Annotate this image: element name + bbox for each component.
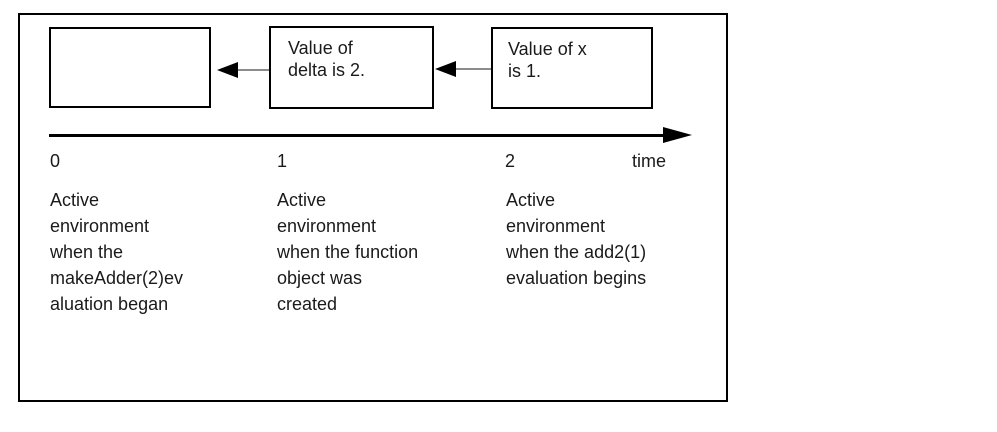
caption-add2-evaluation: Active environment when the add2(1) eval… bbox=[506, 190, 647, 288]
environment-box-earliest bbox=[49, 27, 211, 108]
tick-label-1: 1 bbox=[277, 151, 288, 171]
time-axis-line bbox=[49, 134, 665, 137]
arrowhead-left-icon bbox=[217, 62, 238, 78]
link-arrow-shaft bbox=[236, 69, 269, 71]
arrowhead-right-icon bbox=[663, 127, 692, 143]
caption-function-object-created: Active environment when the function obj… bbox=[277, 190, 419, 314]
environment-box-x: Value of x is 1. bbox=[491, 27, 653, 109]
link-arrow-shaft bbox=[454, 68, 491, 70]
environment-box-delta: Value of delta is 2. bbox=[269, 26, 434, 109]
arrowhead-left-icon bbox=[435, 61, 456, 77]
time-axis-label: time bbox=[632, 151, 667, 171]
tick-label-2: 2 bbox=[505, 151, 516, 171]
tick-label-0: 0 bbox=[50, 151, 61, 171]
caption-makeadder-evaluation: Active environment when the makeAdder(2)… bbox=[50, 190, 184, 314]
